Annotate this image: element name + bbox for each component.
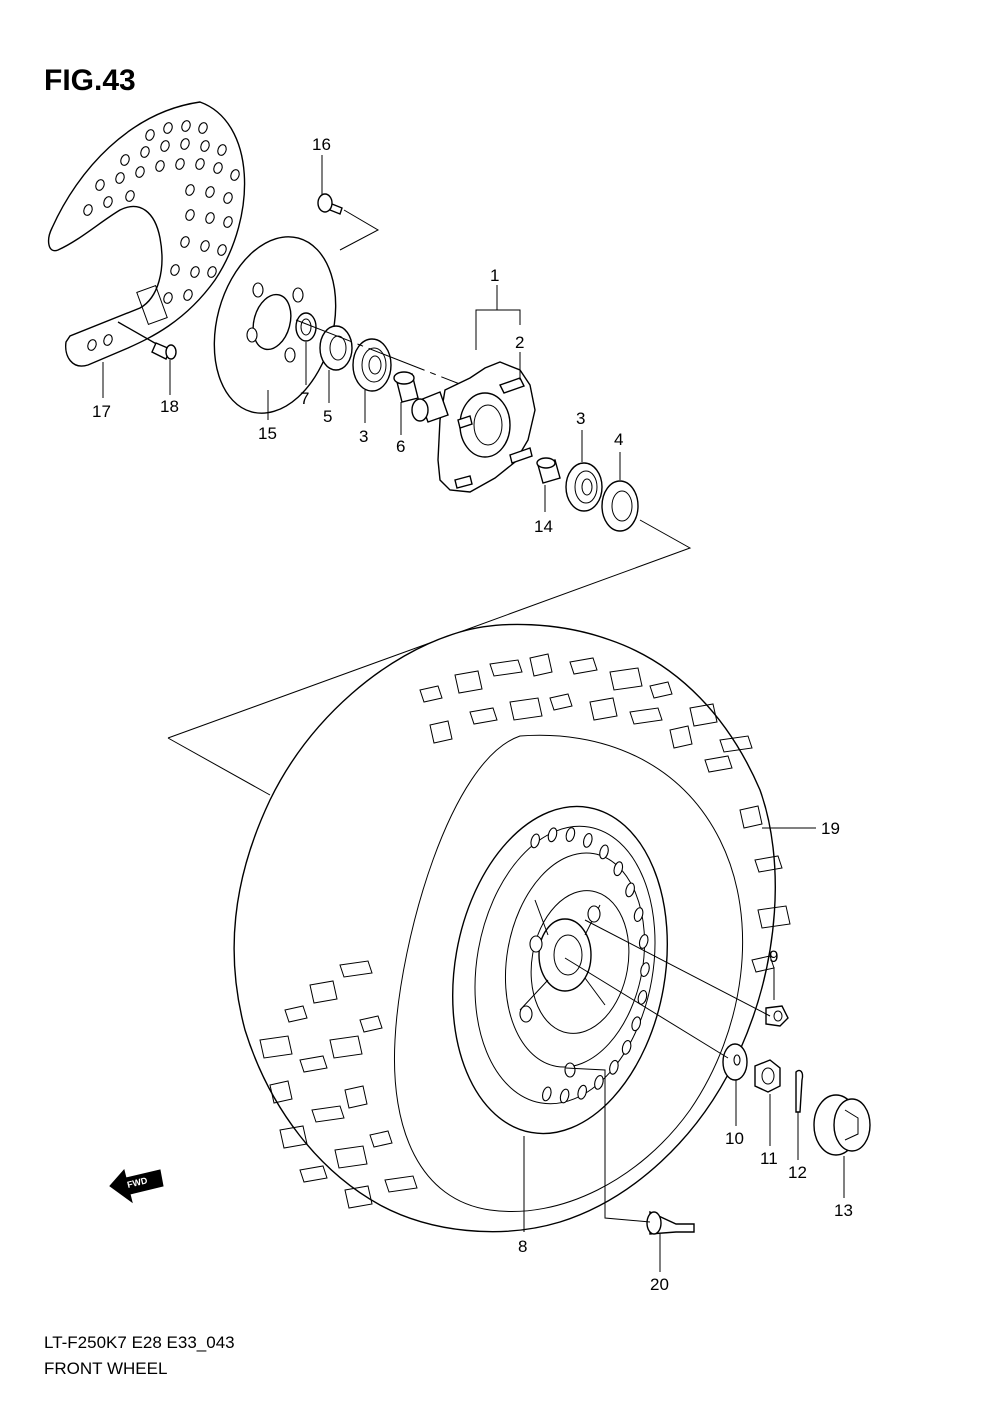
tire-valve (646, 1210, 695, 1235)
callout-5: 5 (323, 407, 332, 426)
castle-nut (754, 1059, 781, 1093)
callout-16: 16 (312, 135, 331, 154)
callout-2: 2 (515, 333, 524, 352)
callout-19: 19 (821, 819, 840, 838)
callout-12: 12 (788, 1163, 807, 1182)
callout-18: 18 (160, 397, 179, 416)
callout-3-right: 3 (576, 409, 585, 428)
bearing-right (565, 462, 603, 512)
spacer (393, 371, 419, 403)
callout-11: 11 (760, 1149, 778, 1168)
fwd-label: FWD (126, 1175, 149, 1190)
guard-bolt (117, 321, 177, 360)
callout-20: 20 (650, 1275, 669, 1294)
diagram-caption: FRONT WHEEL (44, 1359, 167, 1378)
callout-10: 10 (725, 1129, 744, 1148)
brake-disc (213, 236, 337, 414)
callout-15: 15 (258, 424, 277, 443)
callout-17: 17 (92, 402, 111, 421)
callout-13: 13 (834, 1201, 853, 1220)
cotter-pin (795, 1069, 804, 1113)
wheel-hub (411, 361, 536, 493)
disc-guard (47, 101, 246, 367)
fwd-arrow-icon: FWD (109, 1168, 164, 1204)
hub-cap (813, 1094, 871, 1156)
callout-9: 9 (769, 947, 778, 966)
model-code: LT-F250K7 E28 E33_043 (44, 1333, 235, 1352)
seal-right (601, 480, 639, 532)
oil-seal (295, 312, 317, 342)
wheel-rim (451, 805, 669, 1135)
callout-6: 6 (396, 437, 405, 456)
callout-1: 1 (490, 266, 499, 285)
callout-7: 7 (300, 389, 309, 408)
spacer-right (536, 457, 561, 484)
callout-4: 4 (614, 430, 623, 449)
callout-3-left: 3 (359, 427, 368, 446)
disc-bolt (317, 193, 380, 251)
bearing-left (352, 338, 392, 392)
callout-14: 14 (534, 517, 553, 536)
figure-title: FIG.43 (44, 64, 136, 97)
washer (722, 1043, 748, 1081)
wheel-nut (765, 1005, 789, 1027)
dust-seal (319, 325, 353, 371)
callout-8: 8 (518, 1237, 527, 1256)
